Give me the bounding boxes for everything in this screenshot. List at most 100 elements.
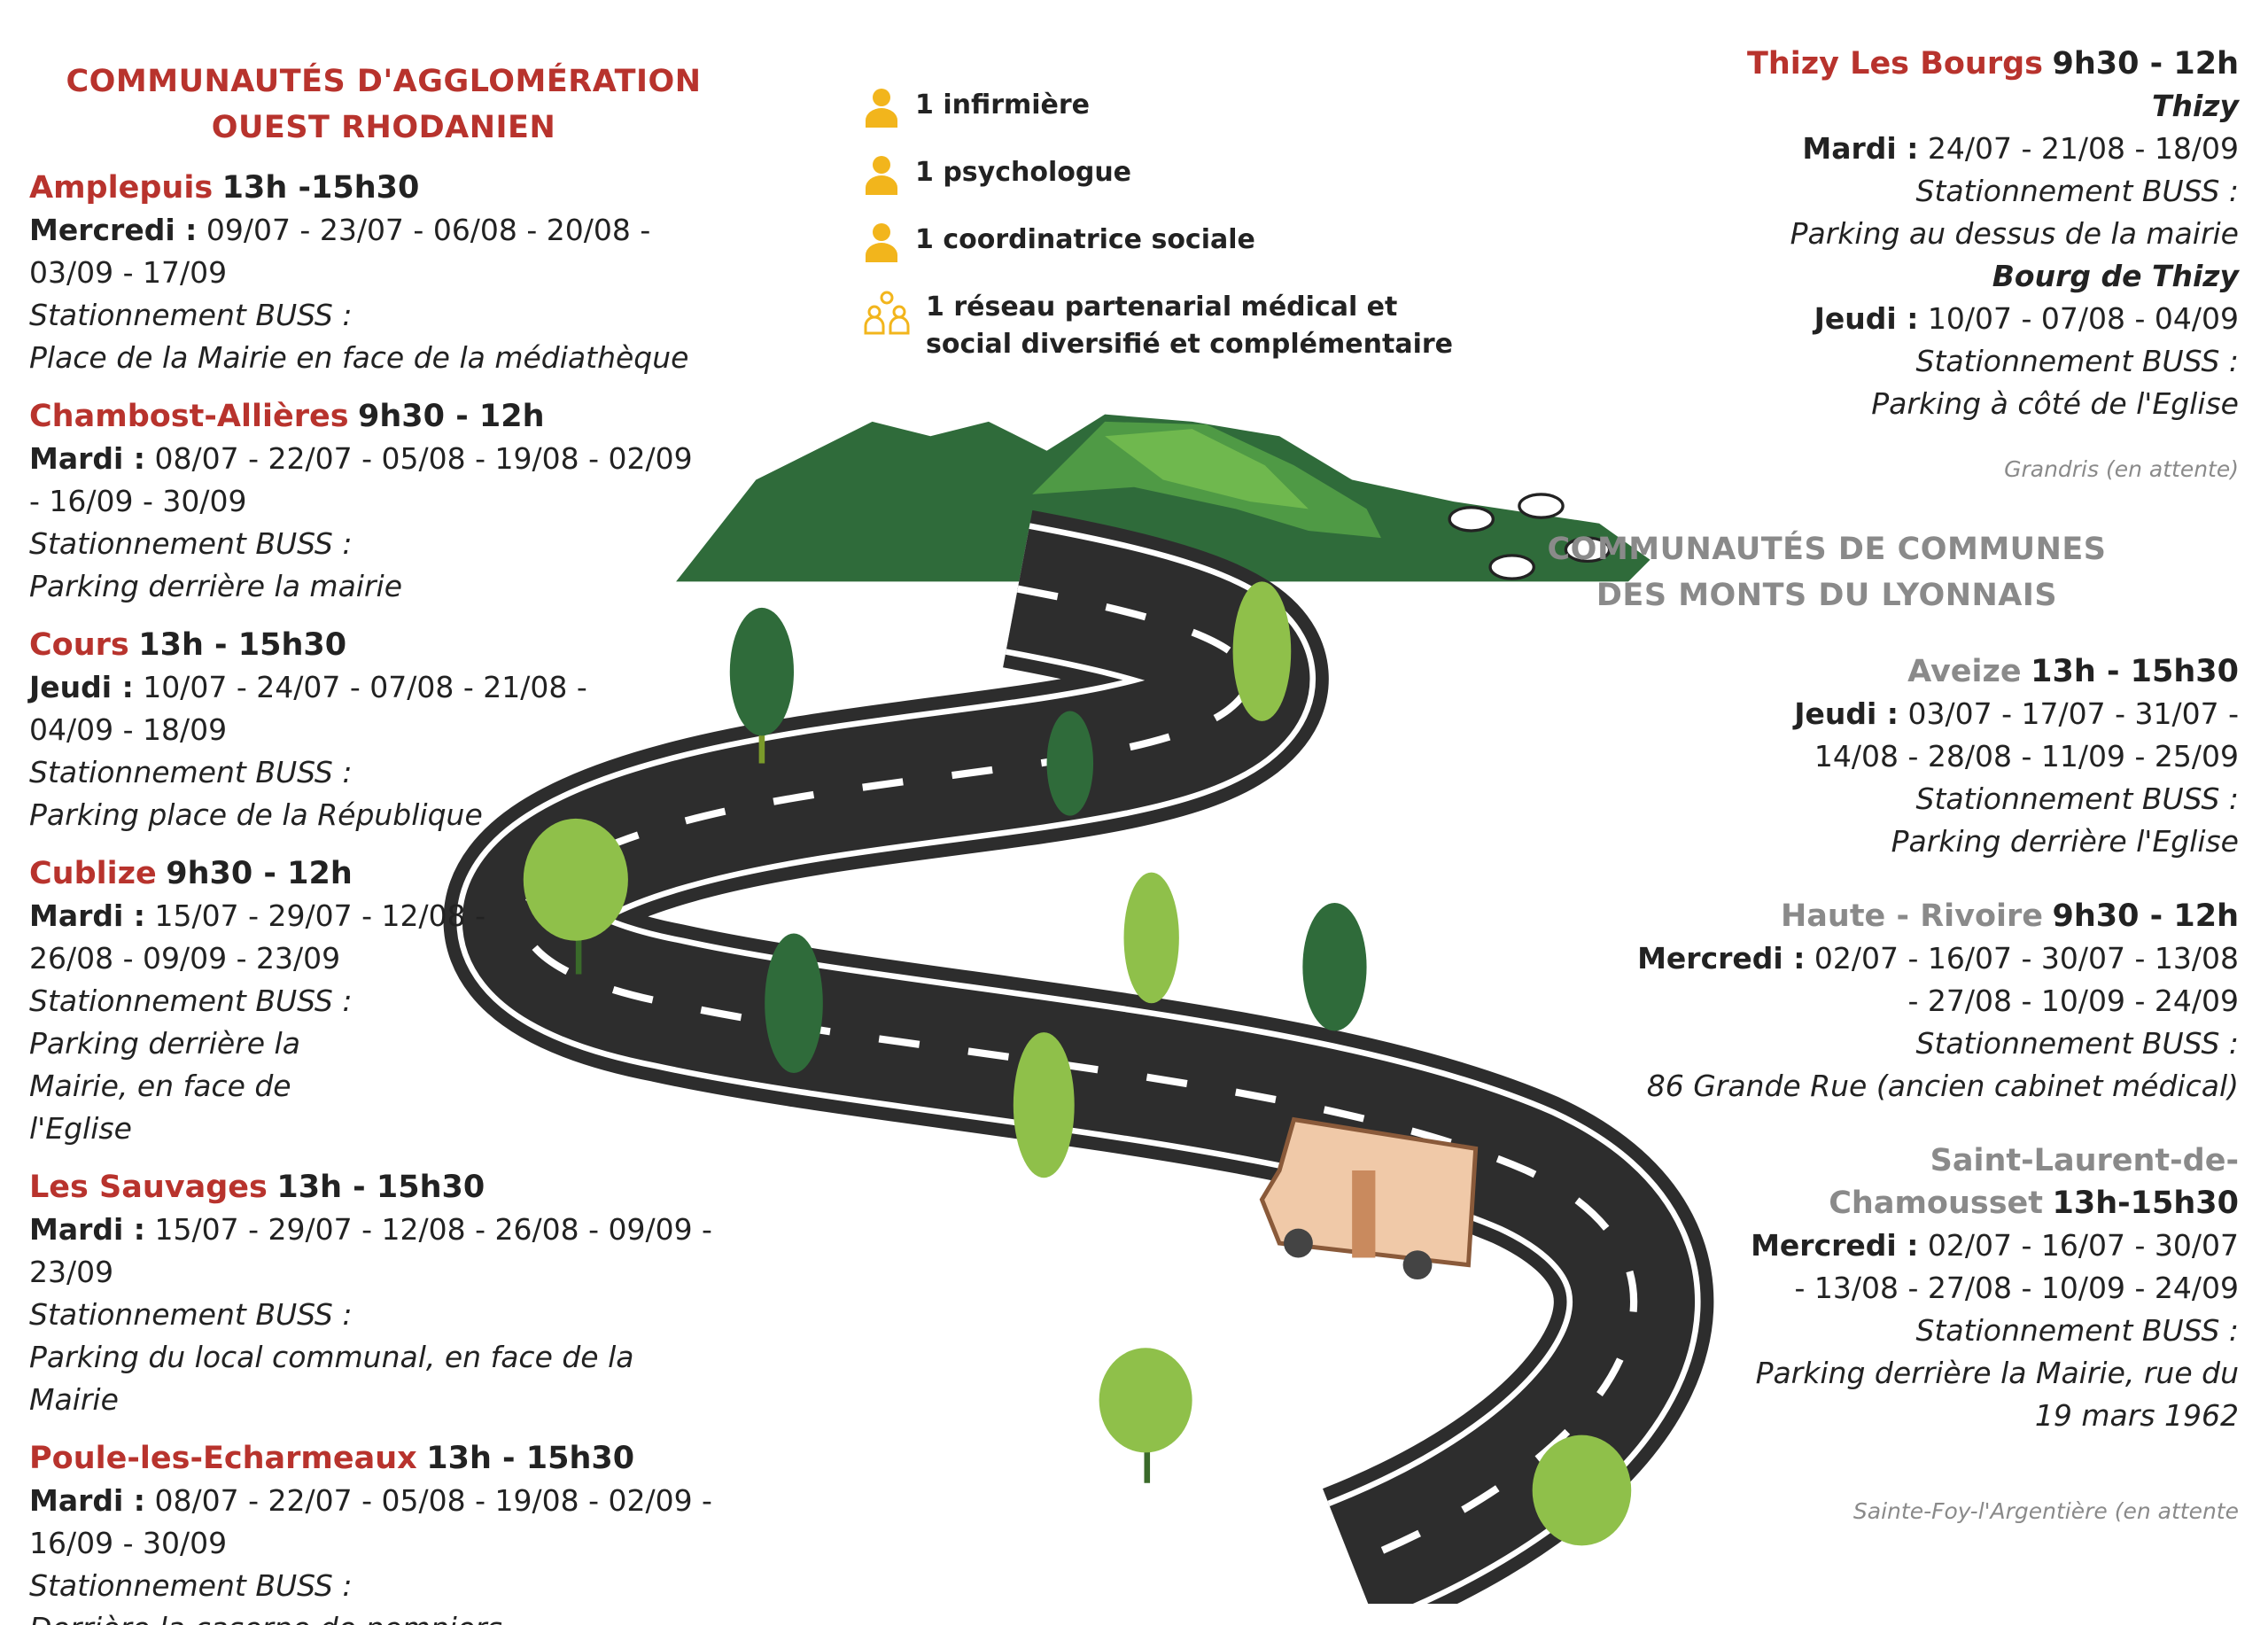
sub-location: Bourg de Thizy [1992, 259, 2239, 293]
title-line: COMMUNAUTÉS DE COMMUNES [1547, 532, 2107, 567]
parking-location: 86 Grande Rue (ancien cabinet médical) [1646, 1069, 2239, 1103]
day: Mardi : [29, 1212, 146, 1247]
cows [1448, 493, 1612, 580]
hours: 9h30 - 12h [2052, 898, 2240, 934]
title-line: COMMUNAUTÉS D'AGGLOMÉRATION [66, 64, 702, 99]
title-line: DES MONTS DU LYONNAIS [1596, 578, 2058, 613]
parking-location: Derrière la caserne de pompiers [29, 1607, 729, 1625]
person-icon [866, 156, 897, 195]
legend-item: 1 psychologue [864, 154, 1484, 195]
hours: 13h - 15h30 [138, 627, 347, 663]
camper-van [1259, 1116, 1479, 1280]
legend-text: 1 coordinatrice sociale [915, 224, 1255, 255]
day: Mercredi : [1751, 1228, 1919, 1263]
dates: 08/07 - 22/07 - 05/08 - 19/08 - 02/09 - … [29, 441, 693, 518]
parking-label: Stationnement BUSS : [1915, 344, 2239, 378]
parking-label: Stationnement BUSS : [29, 1568, 353, 1603]
dates: 09/07 - 23/07 - 06/08 - 20/08 - 03/09 - … [29, 213, 651, 290]
parking-location: Parking place de la République [29, 797, 483, 832]
town-entry: Cours 13h - 15h30 Jeudi : 10/07 - 24/07 … [29, 624, 596, 836]
legend-text: 1 infirmière [915, 89, 1091, 121]
team-legend: 1 infirmière 1 psychologue 1 coordinatrice… [864, 87, 1484, 390]
parking-location: Parking derrière la mairie [29, 569, 402, 603]
parking-label: Stationnement BUSS : [29, 526, 353, 561]
hours: 13h-15h30 [2052, 1186, 2239, 1221]
town-entry: Haute - Rivoire 9h30 - 12h Mercredi : 02… [1619, 895, 2239, 1108]
mountains [676, 414, 1651, 582]
town-entry: Cublize 9h30 - 12h Mardi : 15/07 - 29/07… [29, 852, 490, 1150]
town-entry: Poule-les-Echarmeaux 13h - 15h30 Mardi :… [29, 1437, 729, 1625]
day: Jeudi : [29, 670, 134, 704]
parking-location: Parking derrière la Mairie, en face de l… [29, 1026, 300, 1146]
section-title-monts: COMMUNAUTÉS DE COMMUNES DES MONTS DU LYO… [1441, 526, 2212, 618]
dates: 10/07 - 24/07 - 07/08 - 21/08 - 04/09 - … [29, 670, 587, 747]
person-icon [866, 89, 897, 128]
town-name: Cours [29, 627, 129, 663]
town-entry: Aveize 13h - 15h30 Jeudi : 03/07 - 17/07… [1743, 650, 2239, 863]
town-name: Aveize [1907, 654, 2022, 689]
right-column: Thizy Les Bourgs 9h30 - 12h Thizy Mardi … [1441, 43, 2240, 1533]
legend-text: 1 réseau partenarial médical et social d… [926, 292, 1453, 360]
town-name: Les Sauvages [29, 1170, 268, 1205]
hours: 9h30 - 12h [358, 399, 545, 434]
dates: 03/07 - 17/07 - 31/07 - 14/08 - 28/08 - … [1814, 696, 2239, 774]
pending-note: Sainte-Foy-l'Argentière (en attente [1852, 1498, 2239, 1524]
parking-label: Stationnement BUSS : [29, 984, 353, 1018]
legend-item: 1 réseau partenarial médical et social d… [864, 289, 1484, 363]
town-entry: Saint-Laurent-de-Chamousset 13h-15h30 Me… [1743, 1139, 2239, 1437]
network-icon [864, 291, 910, 335]
day: Mardi : [29, 1483, 146, 1518]
parking-label: Stationnement BUSS : [1915, 1313, 2239, 1348]
day: Mardi : [29, 441, 146, 476]
road [444, 509, 1714, 1604]
day: Mardi : [29, 898, 146, 933]
legend-text: 1 psychologue [915, 157, 1132, 188]
person-icon [866, 223, 897, 262]
town-entry: Amplepuis 13h -15h30 Mercredi : 09/07 - … [29, 167, 703, 379]
parking-label: Stationnement BUSS : [1915, 781, 2239, 816]
day: Jeudi : [1794, 696, 1899, 731]
town-name: Thizy Les Bourgs [1746, 46, 2043, 82]
dates: 02/07 - 16/07 - 30/07 - 13/08 - 27/08 - … [1794, 1228, 2239, 1305]
parking-location: Place de la Mairie en face de la médiath… [29, 340, 689, 375]
hours: 9h30 - 12h [2052, 46, 2240, 82]
parking-location: Parking derrière l'Eglise [1891, 824, 2239, 859]
parking-label: Stationnement BUSS : [29, 755, 353, 789]
dates: 24/07 - 21/08 - 18/09 [1927, 131, 2239, 166]
hours: 13h - 15h30 [426, 1441, 635, 1476]
entry-thizy: Thizy Les Bourgs 9h30 - 12h Thizy Mardi … [1441, 43, 2239, 425]
hours: 13h - 15h30 [276, 1170, 485, 1205]
title-line: OUEST RHODANIEN [211, 110, 556, 145]
dates: 02/07 - 16/07 - 30/07 - 13/08 - 27/08 - … [1814, 941, 2239, 1018]
town-name: Poule-les-Echarmeaux [29, 1441, 417, 1476]
parking-label: Stationnement BUSS : [29, 1297, 353, 1332]
trees [523, 581, 1632, 1546]
town-name: Chambost-Allières [29, 399, 349, 434]
town-name: Haute - Rivoire [1781, 898, 2043, 934]
day: Mardi : [1802, 131, 1919, 166]
hours: 9h30 - 12h [166, 856, 353, 891]
left-column: COMMUNAUTÉS D'AGGLOMÉRATION OUEST RHODAN… [29, 58, 738, 1625]
parking-location: Parking à côté de l'Eglise [1871, 386, 2239, 421]
dates: 15/07 - 29/07 - 12/08 - 26/08 - 09/09 - … [29, 1212, 712, 1289]
parking-label: Stationnement BUSS : [29, 298, 353, 332]
parking-location: Parking du local communal, en face de la… [29, 1340, 634, 1417]
town-name: Amplepuis [29, 170, 214, 206]
day: Mercredi : [1637, 941, 1806, 976]
town-entry: Chambost-Allières 9h30 - 12h Mardi : 08/… [29, 395, 703, 608]
dates: 15/07 - 29/07 - 12/08 - 26/08 - 09/09 - … [29, 898, 485, 976]
parking-location: Parking derrière la Mairie, rue du 19 ma… [1755, 1356, 2239, 1433]
parking-label: Stationnement BUSS : [1915, 174, 2239, 208]
legend-item: 1 coordinatrice sociale [864, 222, 1484, 262]
town-name: Cublize [29, 856, 157, 891]
dates: 08/07 - 22/07 - 05/08 - 19/08 - 02/09 - … [29, 1483, 712, 1560]
legend-item: 1 infirmière [864, 87, 1484, 128]
parking-location: Parking au dessus de la mairie [1790, 216, 2239, 251]
sub-location: Thizy [2151, 89, 2239, 123]
hours: 13h -15h30 [221, 170, 420, 206]
parking-label: Stationnement BUSS : [1915, 1026, 2239, 1061]
section-title-agglo: COMMUNAUTÉS D'AGGLOMÉRATION OUEST RHODAN… [29, 58, 738, 151]
dates: 10/07 - 07/08 - 04/09 [1927, 301, 2239, 336]
hours: 13h - 15h30 [2031, 654, 2239, 689]
